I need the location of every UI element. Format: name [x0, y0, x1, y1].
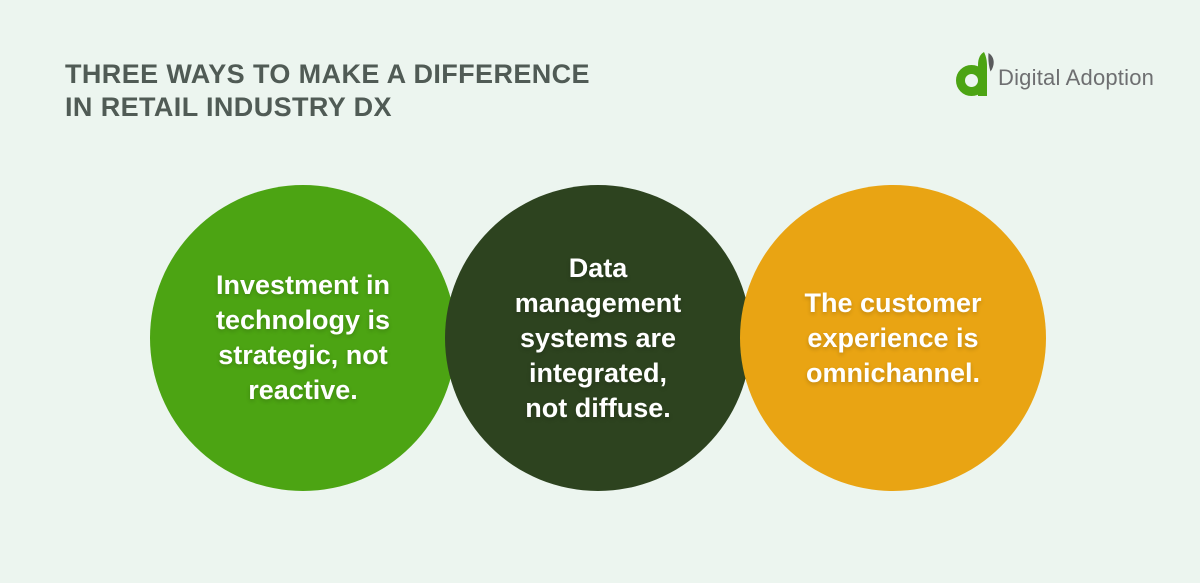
page-title-line-1: THREE WAYS TO MAKE A DIFFERENCE [65, 59, 590, 89]
circle-customer-experience: The customer experience is omnichannel. [740, 185, 1046, 491]
circle-data-management: Data management systems are integrated, … [445, 185, 751, 491]
page-title: THREE WAYS TO MAKE A DIFFERENCE IN RETAI… [65, 58, 590, 124]
digital-adoption-a-leaf-icon [956, 52, 994, 96]
page-title-line-2: IN RETAIL INDUSTRY DX [65, 92, 392, 122]
circle-investment-text: Investment in technology is strategic, n… [215, 270, 391, 405]
brand-name: Digital Adoption [998, 65, 1155, 90]
brand-logo: Digital Adoption [956, 52, 1154, 96]
circle-investment: Investment in technology is strategic, n… [150, 185, 456, 491]
circle-customer-experience-text: The customer experience is omnichannel. [804, 287, 982, 388]
circle-data-management-text: Data management systems are integrated, … [514, 252, 682, 423]
